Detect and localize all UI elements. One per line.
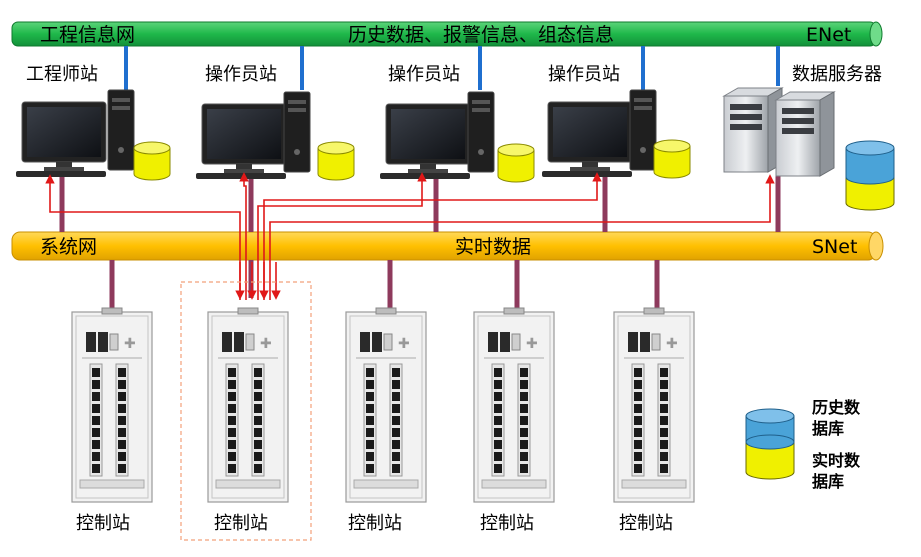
- control-cabinet-5: ✚: [613, 307, 695, 503]
- snet-right-label: SNet: [812, 236, 857, 258]
- snet-lower-links: [109, 260, 660, 314]
- svg-text:✚: ✚: [124, 336, 136, 352]
- realtime-data-arrows: [45, 172, 775, 300]
- database-icon: [317, 141, 355, 181]
- database-icon: [653, 139, 691, 179]
- engineer-station: [16, 89, 171, 181]
- operator-station-3: [542, 89, 691, 179]
- control-cabinet-4: ✚: [473, 307, 555, 503]
- control-cabinet-1: ✚: [71, 307, 153, 503]
- svg-text:✚: ✚: [526, 336, 538, 352]
- engineer-station-label: 工程师站: [26, 64, 98, 85]
- control-station-2-label: 控制站: [214, 513, 268, 534]
- data-server: [722, 87, 836, 177]
- data-server-label: 数据服务器: [792, 64, 882, 85]
- svg-text:✚: ✚: [398, 336, 410, 352]
- operator-station-1: [196, 91, 355, 181]
- control-station-5-label: 控制站: [619, 513, 673, 534]
- control-cabinet-3: ✚: [345, 307, 427, 503]
- snet-left-label: 系统网: [40, 236, 97, 258]
- legend: 历史数 据库 实时数 据库: [745, 398, 866, 491]
- enet-links: [124, 46, 780, 90]
- database-icon: [497, 143, 535, 183]
- enet-left-label: 工程信息网: [40, 24, 135, 46]
- enet-bus: 工程信息网 历史数据、报警信息、组态信息 ENet: [11, 21, 883, 47]
- enet-right-label: ENet: [806, 24, 851, 46]
- enet-center-label: 历史数据、报警信息、组态信息: [348, 24, 614, 46]
- operator-station-3-label: 操作员站: [548, 64, 620, 85]
- control-station-1-label: 控制站: [76, 513, 130, 534]
- downward-arrows: [235, 262, 281, 300]
- operator-station-2: [380, 91, 535, 183]
- snet-center-label: 实时数据: [455, 236, 531, 258]
- server-database-icon: [845, 140, 895, 211]
- svg-text:✚: ✚: [260, 336, 272, 352]
- control-stations: ✚ ✚ ✚ ✚ ✚: [71, 307, 695, 503]
- control-station-4-label: 控制站: [480, 513, 534, 534]
- legend-history-label: 历史数 据库: [812, 398, 866, 438]
- control-station-3-label: 控制站: [348, 513, 402, 534]
- database-icon: [133, 141, 171, 181]
- highlight-frame: [180, 281, 312, 541]
- legend-realtime-db-icon: [745, 434, 795, 480]
- operator-station-1-label: 操作员站: [205, 64, 277, 85]
- operator-station-2-label: 操作员站: [388, 64, 460, 85]
- svg-text:✚: ✚: [666, 336, 678, 352]
- legend-realtime-label: 实时数 据库: [812, 451, 866, 491]
- control-cabinet-2: ✚: [207, 307, 289, 503]
- snet-bus: 系统网 实时数据 SNet: [11, 231, 884, 261]
- snet-upper-links: [59, 176, 781, 232]
